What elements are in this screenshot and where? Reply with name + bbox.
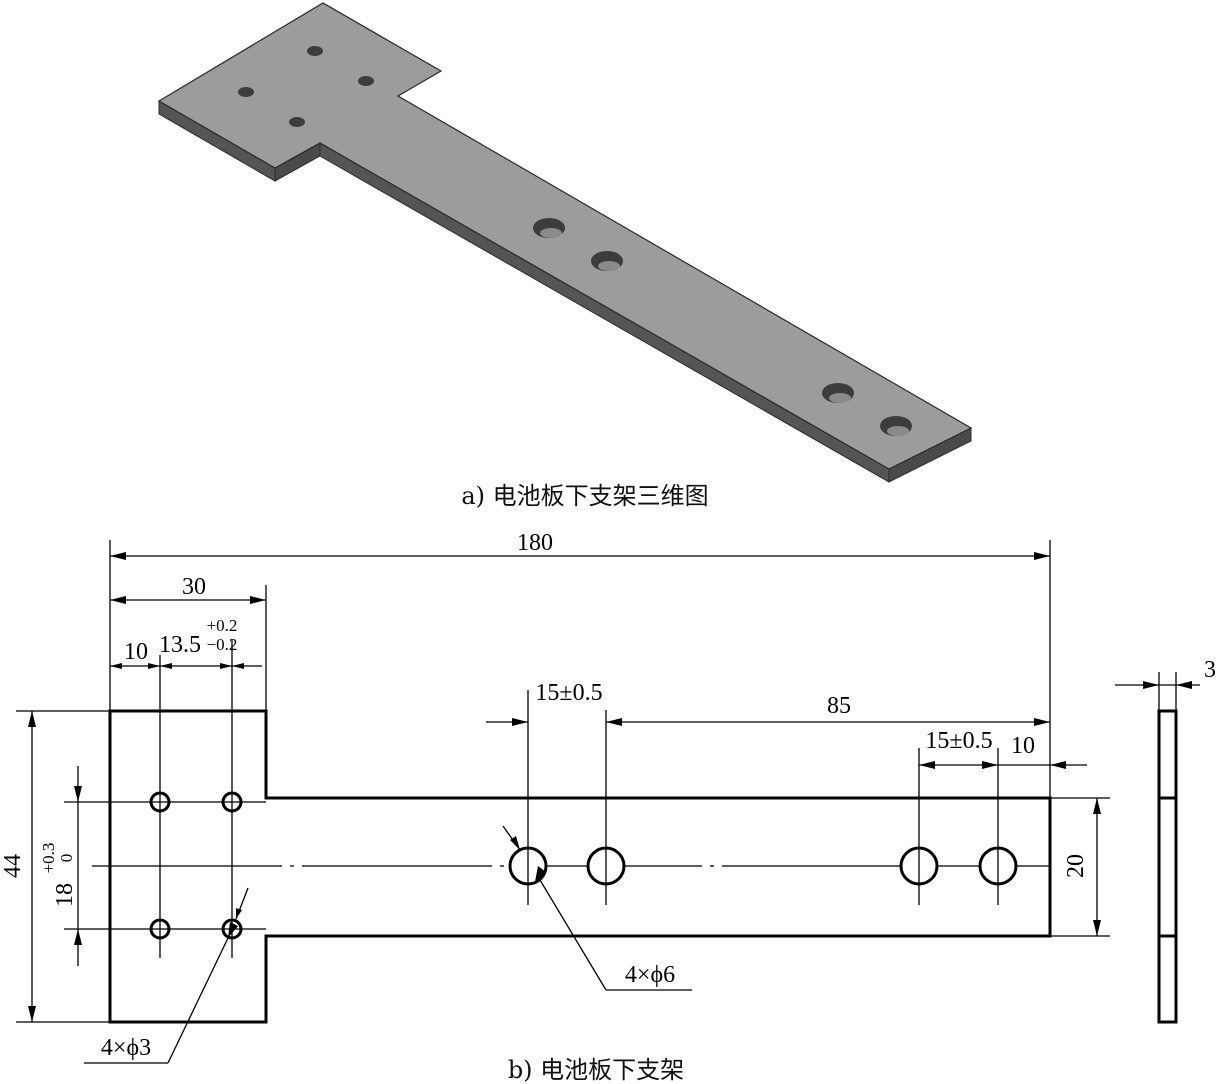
iso-small-hole [358,76,374,86]
plate-side-face-arm [319,142,890,483]
iso-large-hole [880,416,912,436]
iso-small-hole [289,117,305,127]
isometric-view [157,2,973,483]
dim-hole-offset: 10 [124,639,148,665]
callout-large-holes: 4×ϕ6 [625,962,675,988]
arrowheads [28,552,1192,1022]
caption-drawing: b) 电池板下支架 [508,1056,684,1084]
dim-hole-pitch-small: 13.5 [159,632,201,658]
iso-large-hole [533,218,565,238]
iso-small-hole [238,87,254,97]
dim-arm-height: 20 [1063,854,1089,878]
dim-hole-span: 85 [827,693,851,719]
iso-large-hole [822,383,854,403]
iso-large-hole [591,251,623,271]
dim-total-height: 44 [0,854,26,878]
dimension-lines [31,555,1200,1022]
dim-hole-pitch-large-1: 15±0.5 [535,680,602,706]
plate-top-face [157,2,973,470]
extension-lines [16,540,1110,1023]
tol-upper-13-5: +0.2 [207,616,238,635]
dim-small-hole-spacing: 18 [52,883,78,907]
dim-head-width: 30 [182,574,206,600]
caption-3d-view: a) 电池板下支架三维图 [461,482,708,510]
leader-lines [84,825,692,1064]
tol-lower-13-5: −0.2 [207,635,238,654]
side-view-plate [1157,709,1178,1024]
dim-end-offset: 10 [1011,733,1035,759]
tol-upper-18: +0.3 [39,843,58,874]
front-view [16,540,1200,1064]
tol-lower-18: 0 [57,854,76,863]
iso-small-hole [307,46,323,56]
callout-small-holes: 4×ϕ3 [101,1035,151,1061]
dim-overall-length: 180 [517,530,553,556]
dim-hole-pitch-large-2: 15±0.5 [925,728,992,754]
dim-thickness: 3 [1204,657,1216,683]
